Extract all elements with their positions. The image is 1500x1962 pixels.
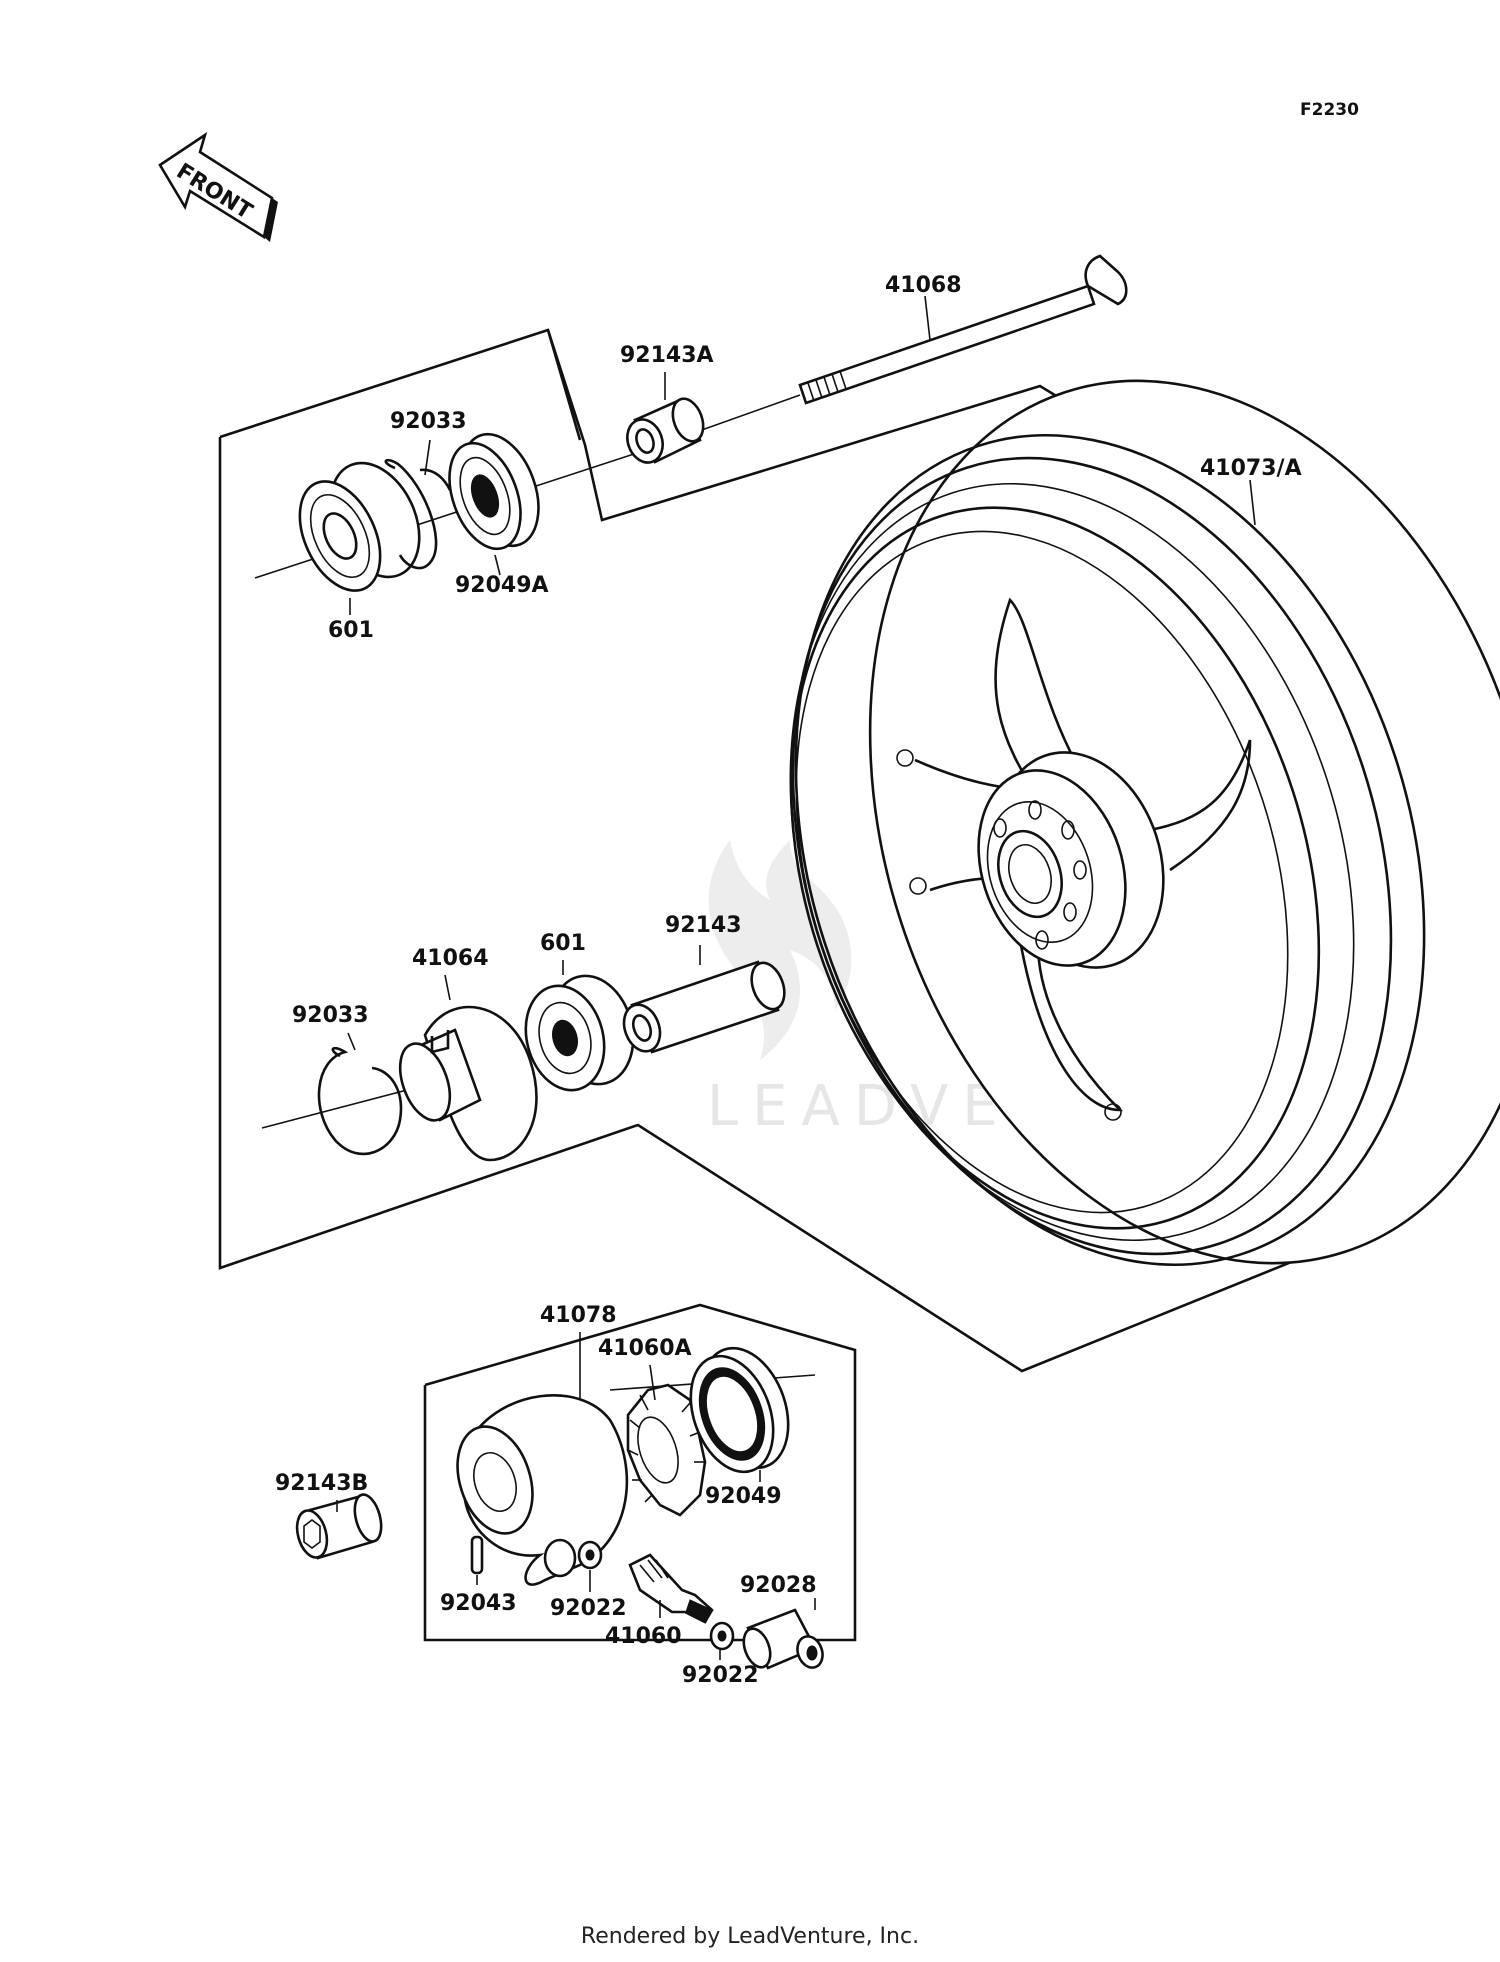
gear-housing	[456, 1394, 629, 1586]
pin	[470, 1535, 484, 1575]
label-upper-oil-seal: 92049A	[455, 573, 549, 598]
label-drive-gear: 41060A	[598, 1336, 692, 1361]
washer-left	[577, 1540, 603, 1570]
leader-lines	[336, 295, 1256, 1660]
upper-bearing	[298, 461, 421, 592]
diagram-code: F2230	[1300, 100, 1359, 120]
front-arrow-icon: FRONT	[158, 131, 278, 242]
label-upper-bearing: 601	[328, 618, 374, 643]
label-lower-bearing: 601	[540, 931, 586, 956]
coupling	[398, 1005, 538, 1162]
label-rim: 41073/A	[1200, 456, 1302, 481]
upper-circlip	[384, 458, 452, 570]
label-pin: 92043	[440, 1591, 517, 1616]
lower-circlip	[317, 1046, 403, 1156]
gear-housing-frame	[423, 1303, 857, 1642]
upper-oil-seal	[448, 432, 540, 551]
axle-collar	[626, 397, 705, 464]
lower-bearing	[524, 974, 635, 1092]
label-collar-b: 92143B	[275, 1471, 368, 1496]
bushing	[742, 1608, 824, 1670]
label-sleeve: 92143	[665, 913, 742, 938]
label-washer-left: 92022	[550, 1596, 627, 1621]
axle	[798, 254, 1128, 405]
oil-seal	[689, 1346, 790, 1474]
label-washer-right: 92022	[682, 1663, 759, 1688]
wheel-rim	[789, 379, 1500, 1266]
label-axle: 41068	[885, 273, 962, 298]
label-upper-circlip: 92033	[390, 409, 467, 434]
upper-bearing-group-bracket	[546, 329, 582, 441]
label-oil-seal: 92049	[705, 1484, 782, 1509]
label-axle-collar: 92143A	[620, 343, 714, 368]
sleeve	[622, 960, 786, 1054]
label-lower-circlip: 92033	[292, 1003, 369, 1028]
label-pinion: 41060	[605, 1624, 682, 1649]
footer-credit: Rendered by LeadVenture, Inc.	[580, 1924, 920, 1949]
washer-right	[709, 1621, 735, 1651]
label-bushing: 92028	[740, 1573, 817, 1598]
part-labels: 41068 92143A 41073/A 92033 601 92049A 92…	[275, 273, 1302, 1688]
pinion	[628, 1553, 714, 1624]
label-gear-housing: 41078	[540, 1303, 617, 1328]
drive-gear	[626, 1383, 707, 1517]
label-coupling: 41064	[412, 946, 489, 971]
collar-b	[295, 1493, 383, 1560]
watermark-flame-icon	[708, 840, 852, 1060]
